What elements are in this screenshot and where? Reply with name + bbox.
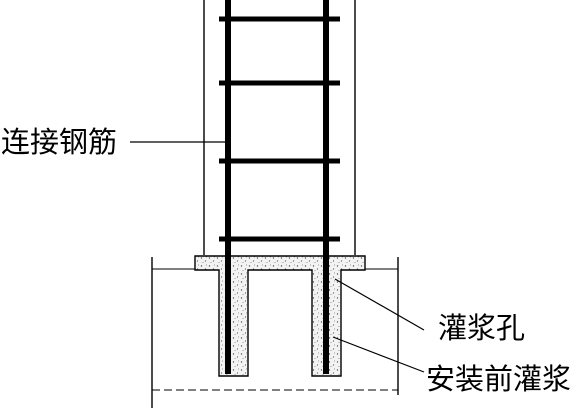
label-grout-hole: 灌浆孔 bbox=[438, 311, 525, 345]
leader-grout-hole bbox=[334, 278, 425, 331]
grout-layer bbox=[194, 255, 366, 377]
label-pre-grouting: 安装前灌浆 bbox=[426, 362, 571, 396]
foundation bbox=[151, 257, 399, 408]
stirrups bbox=[219, 16, 340, 242]
leader-pre-grouting bbox=[332, 336, 425, 373]
connecting-rebar bbox=[225, 0, 329, 374]
precast-column bbox=[203, 0, 356, 255]
label-connecting-rebar: 连接钢筋 bbox=[1, 125, 117, 159]
leader-lines bbox=[130, 141, 425, 373]
